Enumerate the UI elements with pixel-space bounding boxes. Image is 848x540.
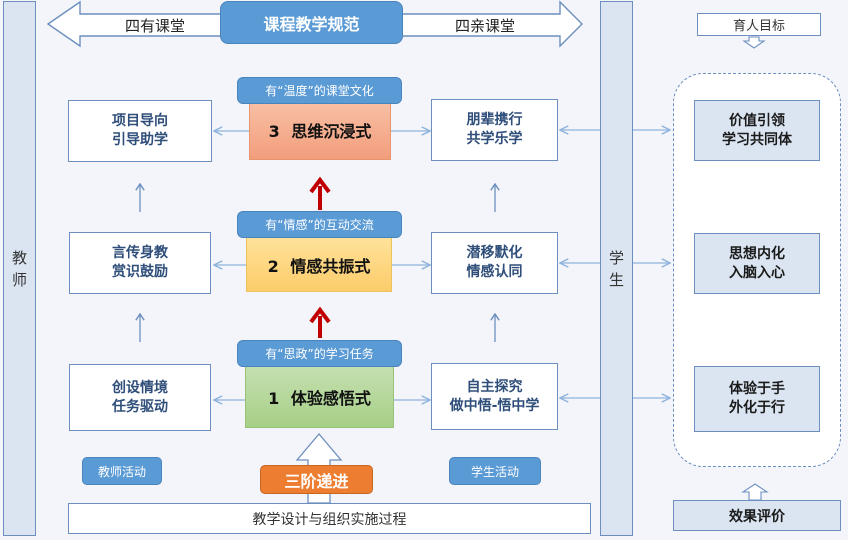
course-standard-title: 课程教学规范 [220,1,403,44]
goal-box-2: 思想内化 入脑入心 [694,233,820,294]
red-up-arrow-lower [309,306,331,338]
goal-box-2-line2: 入脑入心 [729,264,785,281]
left-arrow-label: 四有课堂 [124,16,185,35]
teacher-box-1-line1: 创设情境 [112,379,168,396]
teacher-activity-label: 教师活动 [82,457,162,485]
student-bar: 学 生 [600,1,633,536]
stage-1-tag: 有“思政”的学习任务 [237,340,402,367]
stage-2-box: 2 情感共振式 [246,237,392,292]
teacher-bar-label-1: 教 [11,248,27,267]
goal-box-1-line1: 体验于手 [729,381,785,397]
student-box-3: 朋辈携行 共学乐学 [431,99,558,161]
teacher-bar-label-2: 师 [11,270,27,289]
process-bar: 教学设计与组织实施过程 [68,503,591,534]
student-box-1: 自主探究 做中悟-悟中学 [431,363,558,430]
student-box-1-line2: 做中悟-悟中学 [449,397,540,414]
student-activity-label: 学生活动 [449,457,541,485]
progression-label: 三阶递进 [260,465,373,494]
right-arrow-label: 四亲课堂 [454,16,515,35]
teacher-box-3-line2: 引导助学 [112,132,168,148]
red-up-arrow-upper [309,176,331,210]
goal-box-2-line1: 思想内化 [729,245,785,262]
evaluation-up-arrow [741,483,769,501]
student-box-2: 潜移默化 情感认同 [431,232,558,294]
goal-down-arrow [742,36,766,49]
stage-2-tag: 有“情感”的互动交流 [237,211,402,238]
stage-1-box: 1 体验感悟式 [245,366,394,428]
student-box-2-line1: 潜移默化 [466,245,523,261]
evaluation-box: 效果评价 [673,500,841,531]
goal-box-1: 体验于手 外化于行 [694,366,820,432]
teacher-box-1-line2: 任务驱动 [112,398,168,415]
teacher-box-1: 创设情境 任务驱动 [69,364,211,431]
student-box-2-line2: 情感认同 [466,264,523,280]
stage-3-box: 3 思维沉浸式 [249,100,391,160]
teacher-box-2-line2: 赏识鼓励 [112,264,168,280]
student-box-3-line2: 共学乐学 [466,131,523,147]
goal-box-3-line1: 价值引领 [729,112,785,129]
goal-box-1-line2: 外化于行 [729,400,785,416]
stage-3-tag: 有“温度”的课堂文化 [237,77,402,104]
goal-box-3-line2: 学习共同体 [722,131,792,148]
student-box-3-line1: 朋辈携行 [466,112,523,128]
teacher-box-2-line1: 言传身教 [112,245,168,261]
teacher-bar: 教 师 [3,1,36,536]
student-box-1-line1: 自主探究 [466,378,523,395]
goal-title: 育人目标 [697,13,821,36]
teacher-box-2: 言传身教 赏识鼓励 [69,232,211,294]
student-bar-label-1: 学 [608,248,624,267]
teacher-box-3: 项目导向 引导助学 [68,100,212,162]
teacher-box-3-line1: 项目导向 [112,113,168,129]
student-bar-label-2: 生 [608,270,624,289]
goal-box-3: 价值引领 学习共同体 [694,100,820,161]
